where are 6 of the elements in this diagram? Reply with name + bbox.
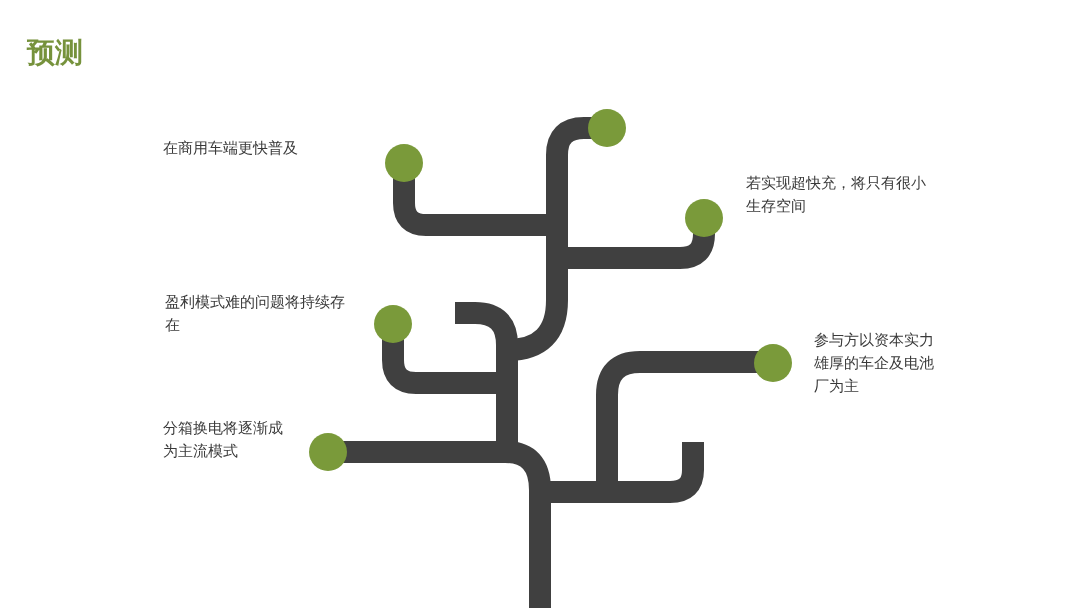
title: 预测 — [27, 35, 83, 71]
annotation-text: 参与方以资本实力雄厚的车企及电池厂为主 — [814, 330, 935, 397]
annotation-text: 若实现超快充，将只有很小生存空间 — [746, 173, 927, 217]
annotation-text: 分箱换电将逐渐成为主流模式 — [163, 418, 284, 462]
annotation-text: 在商用车端更快普及 — [163, 138, 299, 159]
annotation-text: 盈利模式难的问题将持续存在 — [165, 292, 346, 336]
